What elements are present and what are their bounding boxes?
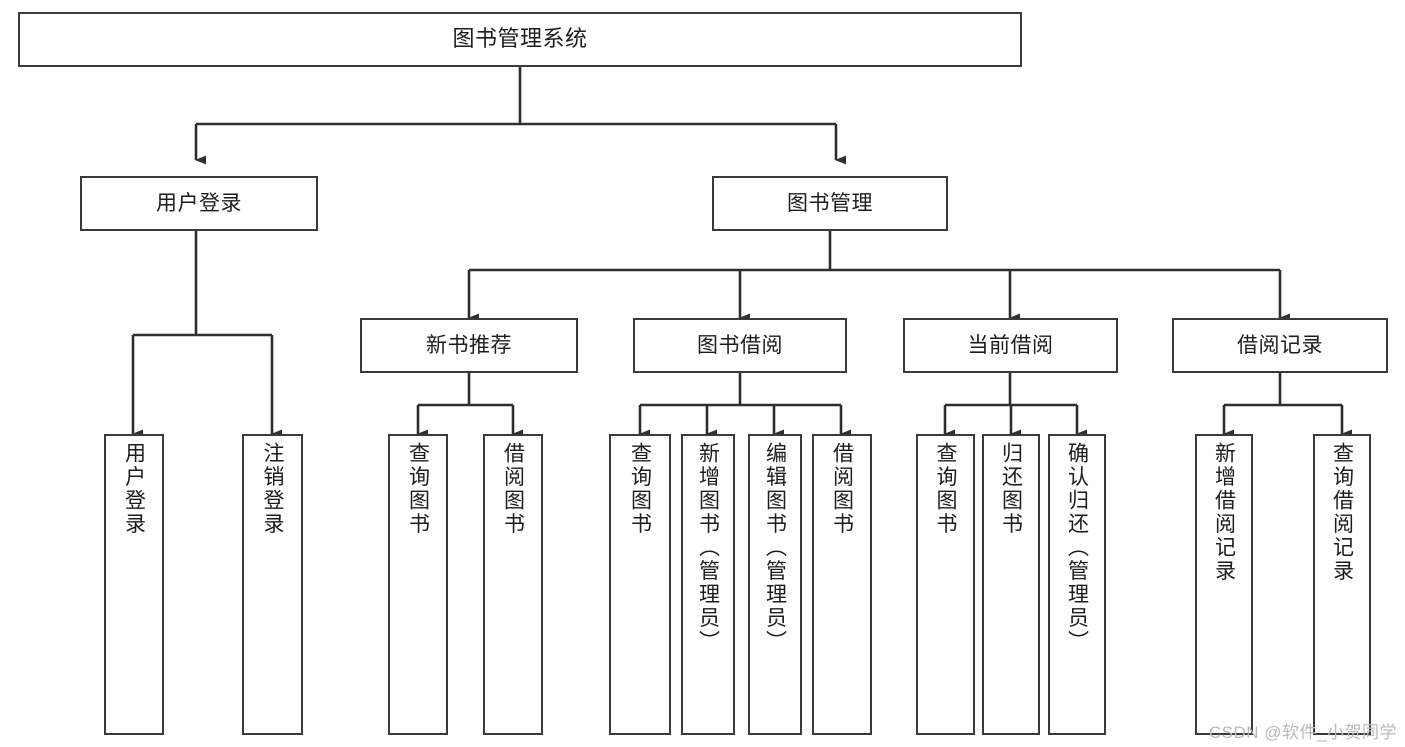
node-label: 查询图书	[406, 442, 430, 536]
leaf-query-record[interactable]: 查询借阅记录	[1313, 434, 1371, 735]
leaf-query-book-1[interactable]: 查询图书	[388, 434, 448, 735]
node-label: 编辑图书（管理员）	[763, 442, 787, 654]
leaf-return-book[interactable]: 归还图书	[982, 434, 1040, 735]
node-current-borrow[interactable]: 当前借阅	[903, 318, 1118, 373]
node-label: 查询图书	[628, 442, 652, 536]
leaf-user-login[interactable]: 用户登录	[104, 434, 164, 735]
leaf-logout-login[interactable]: 注销登录	[242, 434, 303, 735]
node-label: 图书管理	[787, 191, 873, 215]
node-label: 查询借阅记录	[1330, 442, 1354, 583]
node-label: 新增图书（管理员）	[696, 442, 720, 654]
node-label: 新书推荐	[426, 333, 512, 357]
node-label: 图书借阅	[697, 333, 783, 357]
leaf-confirm-return[interactable]: 确认归还（管理员）	[1048, 434, 1106, 735]
node-label: 用户登录	[156, 191, 242, 215]
node-label: 查询图书	[934, 442, 957, 536]
node-label: 借阅图书	[501, 442, 525, 536]
node-root-system[interactable]: 图书管理系统	[18, 12, 1022, 67]
watermark: CSDN @软件_小贺同学	[1208, 723, 1397, 742]
node-new-book-recommend[interactable]: 新书推荐	[360, 318, 578, 373]
node-label: 确认归还（管理员）	[1065, 442, 1089, 654]
node-label: 新增借阅记录	[1212, 442, 1236, 583]
leaf-borrow-book-1[interactable]: 借阅图书	[483, 434, 543, 735]
node-label: 用户登录	[122, 442, 146, 536]
leaf-borrow-book-2[interactable]: 借阅图书	[812, 434, 872, 735]
leaf-add-book[interactable]: 新增图书（管理员）	[681, 434, 735, 735]
node-label: 归还图书	[999, 442, 1023, 536]
leaf-query-book-3[interactable]: 查询图书	[916, 434, 975, 735]
node-book-borrow[interactable]: 图书借阅	[633, 318, 847, 373]
node-label: 当前借阅	[967, 333, 1054, 357]
node-book-manage[interactable]: 图书管理	[712, 176, 948, 231]
node-user-login[interactable]: 用户登录	[80, 176, 318, 231]
leaf-add-record[interactable]: 新增借阅记录	[1195, 434, 1253, 735]
node-label: 图书管理系统	[452, 26, 588, 52]
node-label: 借阅图书	[830, 442, 854, 536]
leaf-edit-book[interactable]: 编辑图书（管理员）	[748, 434, 802, 735]
node-label: 注销登录	[261, 442, 284, 536]
node-borrow-record[interactable]: 借阅记录	[1172, 318, 1388, 373]
leaf-query-book-2[interactable]: 查询图书	[609, 434, 671, 735]
node-label: 借阅记录	[1237, 333, 1323, 357]
